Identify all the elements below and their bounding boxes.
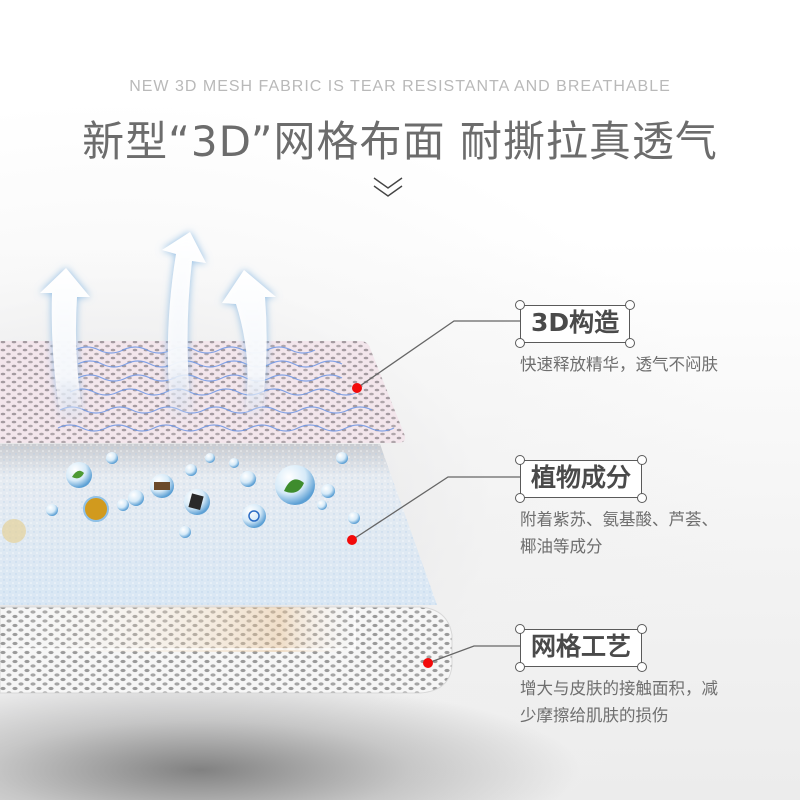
- arrow-up-icon: [40, 268, 90, 425]
- feature-tag: 网格工艺: [514, 624, 648, 672]
- feature-description: 快速释放精华，透气不闷肤: [520, 355, 718, 374]
- 3d-mesh-layer-top: [0, 341, 406, 443]
- airflow-waves: [57, 346, 395, 432]
- mesh-layer-bottom: [0, 606, 453, 694]
- feature-3d-structure: 3D构造 快速释放精华，透气不闷肤: [514, 300, 770, 378]
- plant-essence-layer: [0, 444, 437, 605]
- english-subtitle: NEW 3D MESH FABRIC IS TEAR RESISTANTA AN…: [129, 78, 671, 95]
- feature-description: 附着紫苏、氨基酸、芦荟、 椰油等成分: [520, 510, 718, 556]
- page-title: 新型“3D”网格布面 耐撕拉真透气: [82, 117, 718, 166]
- essence-bubbles: [2, 452, 360, 543]
- feature-mesh-craft: 网格工艺 增大与皮肤的接触面积，减 少摩擦给肌肤的损伤: [514, 624, 770, 729]
- marker-dot-plant-ingredients: [347, 535, 357, 545]
- marker-dot-mesh-craft: [423, 658, 433, 668]
- feature-tag: 3D构造: [514, 300, 636, 348]
- feature-plant-ingredients: 植物成分 附着紫苏、氨基酸、芦荟、 椰油等成分: [514, 455, 770, 560]
- marker-dot-3d-structure: [352, 383, 362, 393]
- feature-tag: 植物成分: [514, 455, 648, 503]
- breathable-arrows: [40, 232, 276, 425]
- arrow-up-icon: [162, 232, 206, 422]
- arrow-up-icon: [222, 270, 276, 420]
- feature-description: 增大与皮肤的接触面积，减 少摩擦给肌肤的损伤: [520, 679, 718, 725]
- double-chevron-down-icon: [373, 177, 403, 197]
